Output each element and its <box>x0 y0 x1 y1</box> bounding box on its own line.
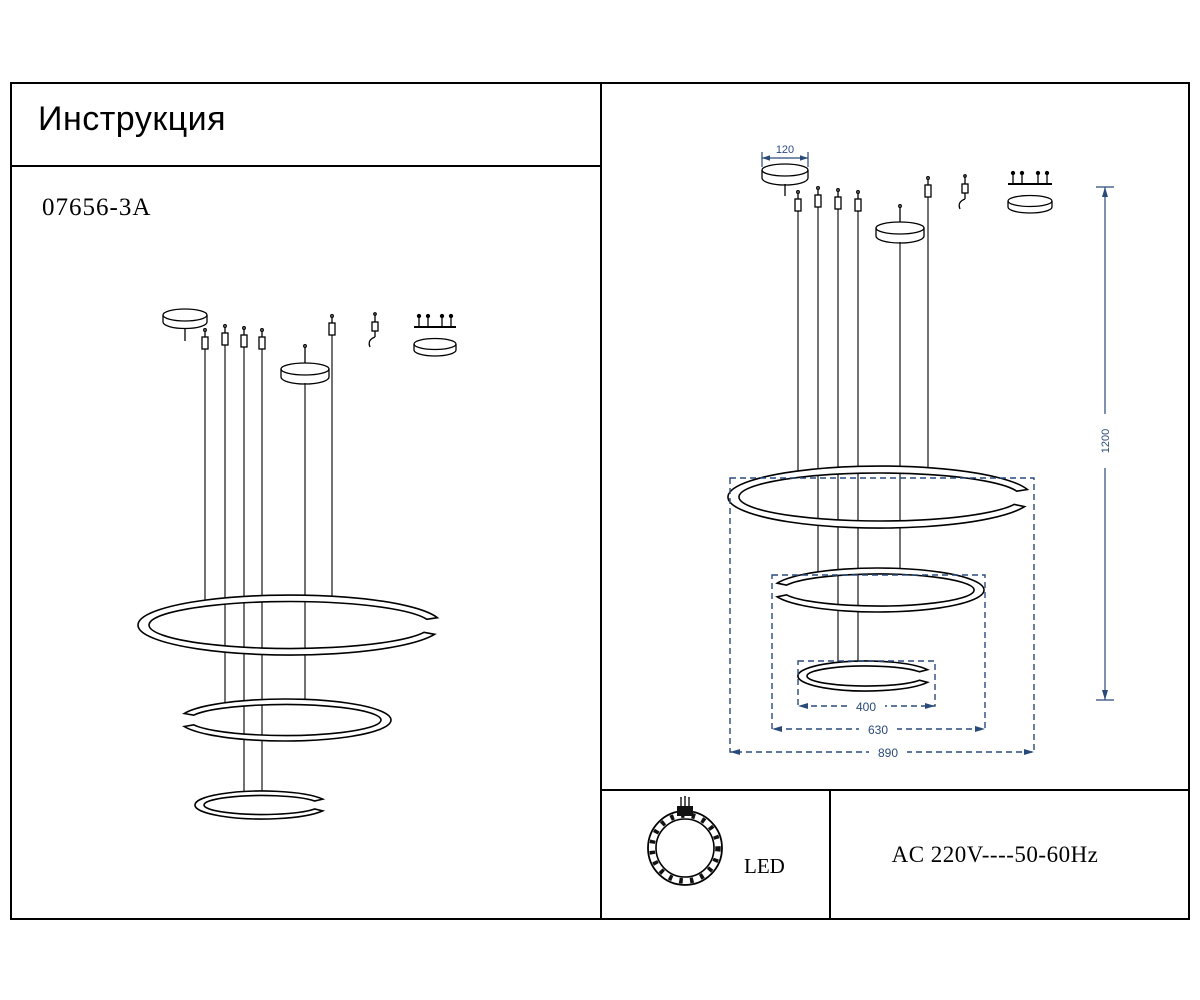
cord-adjusters-icon <box>794 176 932 212</box>
suspension-wires <box>204 335 333 791</box>
ring-small <box>194 790 326 820</box>
led-label: LED <box>744 854 785 878</box>
sheet-frame <box>10 82 1190 920</box>
ring-large <box>727 465 1030 529</box>
ring-small <box>797 660 930 692</box>
dim-label-canopy-width: 120 <box>776 144 794 156</box>
suspension-wires <box>797 197 929 662</box>
dim-label-ring-middle: 630 <box>868 723 888 737</box>
dim-label-ring-large: 890 <box>878 746 898 760</box>
light-rings <box>137 594 440 820</box>
power-rating: AC 220V----50-60Hz <box>891 842 1099 867</box>
right-chandelier-drawing <box>727 163 1053 692</box>
ring-middle <box>181 698 392 742</box>
dimension-label-backgrounds <box>847 414 1114 760</box>
light-rings <box>727 465 1030 692</box>
page-title: Инструкция <box>38 100 227 138</box>
mounting-bracket-icon <box>413 313 457 357</box>
dim-label-ring-small: 400 <box>856 700 876 714</box>
left-chandelier-drawing <box>137 308 457 820</box>
dim-label-drop-height: 1200 <box>1100 429 1112 453</box>
dimension-labels: 120 1200 400 630 890 <box>730 144 1112 760</box>
hook-screw-icon <box>368 312 379 348</box>
mounting-bracket-icon <box>1007 170 1053 214</box>
hook-screw-icon <box>958 174 969 210</box>
ring-middle <box>775 567 985 613</box>
led-ring-icon <box>647 796 723 886</box>
cord-adjusters-icon <box>201 314 336 350</box>
ceiling-canopy-icon <box>761 163 809 196</box>
second-canopy-icon <box>280 344 330 385</box>
dimension-lines <box>729 152 1114 753</box>
ring-large <box>137 594 440 656</box>
model-number: 07656-3A <box>42 194 152 221</box>
second-canopy-icon <box>875 204 925 244</box>
ceiling-canopy-icon <box>162 308 208 341</box>
